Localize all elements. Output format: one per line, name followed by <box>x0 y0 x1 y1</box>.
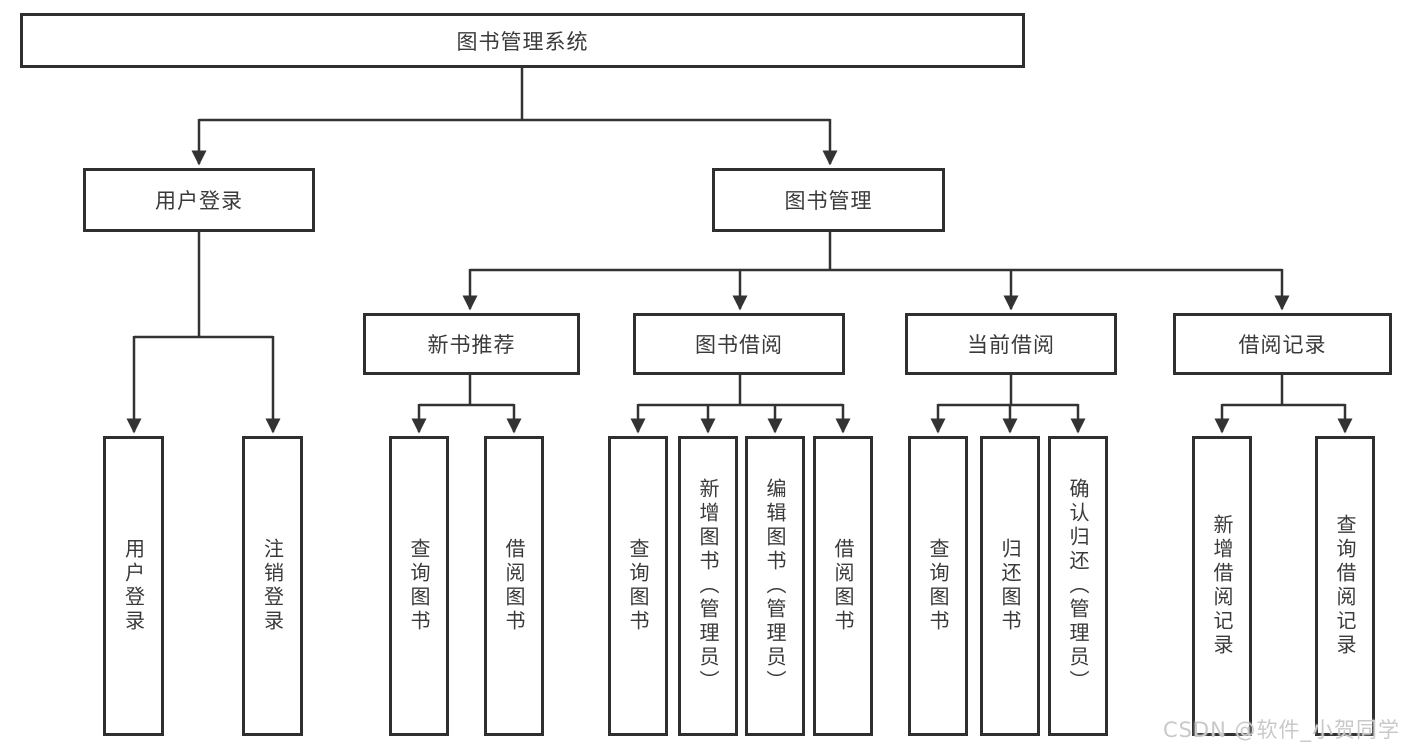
connector-book-mgmt-branch <box>462 232 1290 311</box>
connector-new-book-branch <box>411 375 522 434</box>
leaf-bb-edit-books-admin: 编辑图书（管理员） <box>745 436 805 736</box>
leaf-cb-query-books: 查询图书 <box>908 436 968 736</box>
node-new-book-recommend: 新书推荐 <box>363 313 580 375</box>
leaf-logout: 注销登录 <box>242 436 303 736</box>
leaf-br-add-record-label: 新增借阅记录 <box>1210 514 1234 658</box>
connector-book-borrow-branch <box>630 375 851 434</box>
node-user-login: 用户登录 <box>83 168 315 232</box>
leaf-br-query-record-label: 查询借阅记录 <box>1333 514 1357 658</box>
leaf-user-login: 用户登录 <box>103 436 164 736</box>
leaf-br-add-record: 新增借阅记录 <box>1192 436 1252 736</box>
node-book-borrowing-label: 图书借阅 <box>695 333 783 357</box>
leaf-bb-borrow-books: 借阅图书 <box>813 436 873 736</box>
node-user-login-label: 用户登录 <box>155 189 243 213</box>
leaf-bb-query-books: 查询图书 <box>608 436 668 736</box>
leaf-bb-add-books-admin: 新增图书（管理员） <box>678 436 738 736</box>
leaf-bb-add-books-admin-label: 新增图书（管理员） <box>696 478 720 694</box>
leaf-cb-return-books: 归还图书 <box>980 436 1040 736</box>
leaf-cb-confirm-return-admin-label: 确认归还（管理员） <box>1066 478 1090 694</box>
leaf-bb-query-books-label: 查询图书 <box>626 538 650 634</box>
leaf-bb-borrow-books-label: 借阅图书 <box>831 538 855 634</box>
node-new-book-recommend-label: 新书推荐 <box>427 333 516 357</box>
node-library-management-system: 图书管理系统 <box>20 13 1025 68</box>
node-book-management-label: 图书管理 <box>784 189 873 213</box>
connector-borrow-records-branch <box>1214 375 1353 434</box>
leaf-nb-borrow-books: 借阅图书 <box>484 436 544 736</box>
node-library-management-system-label: 图书管理系统 <box>456 29 589 54</box>
node-borrowing-records-label: 借阅记录 <box>1238 333 1327 357</box>
leaf-logout-label: 注销登录 <box>260 538 285 634</box>
leaf-br-query-record: 查询借阅记录 <box>1315 436 1375 736</box>
leaf-user-login-label: 用户登录 <box>121 538 146 634</box>
leaf-nb-borrow-books-label: 借阅图书 <box>502 538 526 634</box>
leaf-nb-query-books-label: 查询图书 <box>407 538 431 634</box>
node-book-borrowing: 图书借阅 <box>633 313 845 375</box>
connector-user-login-branch <box>126 232 281 434</box>
node-book-management: 图书管理 <box>712 168 945 232</box>
node-current-borrowing-label: 当前借阅 <box>967 333 1055 357</box>
leaf-cb-return-books-label: 归还图书 <box>998 538 1022 634</box>
connector-root-to-level2 <box>191 68 838 166</box>
leaf-cb-query-books-label: 查询图书 <box>926 538 950 634</box>
node-current-borrowing: 当前借阅 <box>905 313 1117 375</box>
node-borrowing-records: 借阅记录 <box>1173 313 1392 375</box>
csdn-watermark: CSDN @软件_小贺同学 <box>1162 718 1400 742</box>
leaf-cb-confirm-return-admin: 确认归还（管理员） <box>1048 436 1108 736</box>
leaf-nb-query-books: 查询图书 <box>389 436 449 736</box>
leaf-bb-edit-books-admin-label: 编辑图书（管理员） <box>763 478 787 694</box>
connector-current-borrow-branch <box>930 375 1086 434</box>
